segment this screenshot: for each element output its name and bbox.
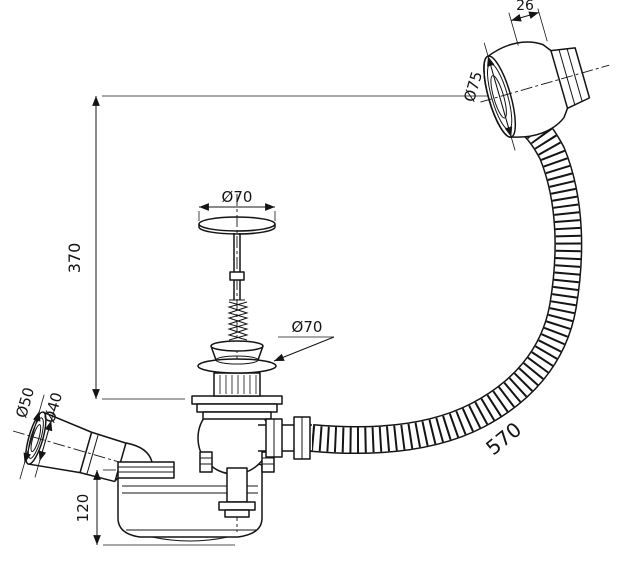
dim-overflow-diameter-label: Ø75 — [460, 69, 486, 104]
outlet-nut-a — [265, 418, 283, 458]
dim-line-inlet-outer — [23, 410, 41, 464]
flexible-hose — [310, 116, 583, 455]
threaded-neck — [213, 372, 261, 397]
outlet-nut-b — [293, 416, 311, 460]
pop-up-plug — [198, 216, 276, 235]
dim-line-overflow-diameter — [487, 56, 513, 138]
dimension-120 — [93, 469, 235, 546]
dim-plug-diameter-label: Ø70 — [222, 188, 253, 206]
inlet-elbow — [114, 442, 153, 482]
dim-vertical-height-label: 370 — [65, 243, 84, 274]
trap-bottom-dome — [151, 536, 229, 542]
drain-flange — [197, 340, 277, 374]
stem-connector — [229, 271, 245, 281]
dimension-370 — [92, 96, 185, 400]
dim-overflow-width-label: 26 — [516, 0, 534, 14]
spring — [227, 299, 249, 341]
dimension-flange — [273, 336, 335, 362]
dimension-plug — [198, 203, 276, 221]
plug-stem — [229, 233, 245, 300]
trap-inlet-nut — [117, 461, 175, 479]
flange-clamp-plates — [191, 395, 283, 420]
outlet-pipe — [258, 416, 312, 460]
dim-trap-height-label: 120 — [74, 494, 92, 523]
overflow-cap — [480, 8, 610, 151]
dim-leader-flange-diameter — [273, 336, 335, 362]
dim-inlet-outer-label: Ø50 — [12, 385, 38, 420]
dim-line-overflow-width — [510, 11, 540, 22]
left-bolt — [199, 451, 213, 473]
dim-line-inlet-inner — [38, 420, 53, 462]
tailpipe — [218, 467, 256, 518]
dim-flange-diameter-label: Ø70 — [292, 318, 323, 336]
